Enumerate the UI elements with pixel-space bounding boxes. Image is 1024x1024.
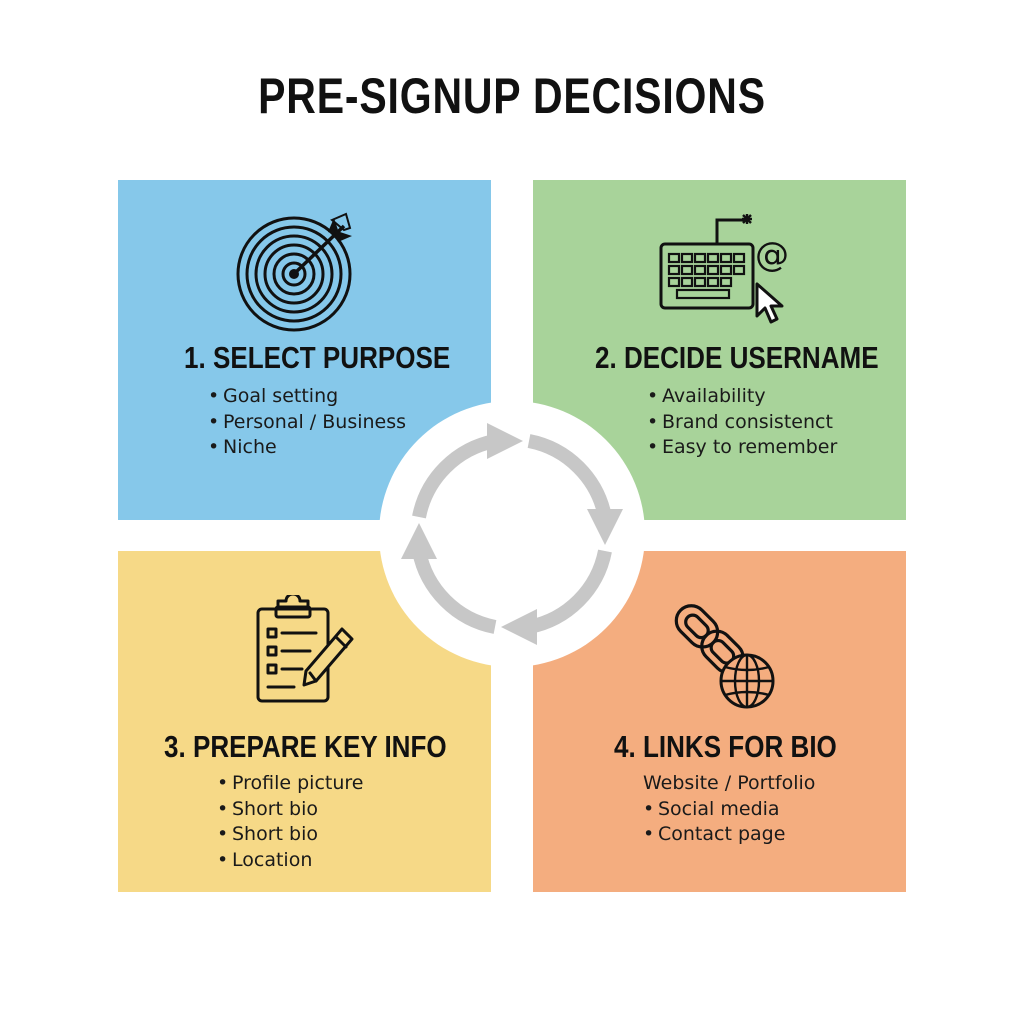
list-item: •Contact page: [643, 823, 786, 845]
clipboard-icon: [256, 595, 354, 703]
cycle-arrows-icon: [401, 423, 623, 645]
step-1-list: •Goal setting •Personal / Business •Nich…: [208, 384, 406, 461]
step-3-heading: 3. PREPARE KEY INFO: [164, 729, 447, 764]
step-2-heading: 2. DECIDE USERNAME: [595, 340, 879, 375]
step-1-panel: 1. SELECT PURPOSE •Goal setting •Persona…: [118, 180, 491, 520]
list-item: •Profile picture: [217, 772, 364, 794]
list-item: •Brand consistenct: [647, 410, 833, 433]
page-title: PRE-SIGNUP DECISIONS: [258, 68, 766, 124]
list-item: •Easy to remember: [647, 436, 838, 458]
list-item: •Availability: [647, 385, 766, 407]
step-2-list: •Availability •Brand consistenct •Easy t…: [647, 384, 837, 461]
step-4-list: Website / Portfolio •Social media •Conta…: [643, 771, 815, 848]
svg-text:@: @: [755, 235, 789, 275]
list-item: •Short bio: [217, 823, 318, 845]
list-item: •Niche: [208, 436, 277, 458]
list-item: Website / Portfolio: [643, 772, 816, 794]
step-1-heading: 1. SELECT PURPOSE: [184, 340, 451, 375]
step-3-list: •Profile picture •Short bio •Short bio •…: [217, 771, 363, 873]
list-item: •Short bio: [217, 797, 318, 820]
list-item: •Social media: [643, 797, 780, 820]
link-globe-icon: [674, 604, 775, 709]
target-icon: [236, 212, 352, 332]
keyboard-icon: @: [659, 214, 789, 324]
step-4-heading: 4. LINKS FOR BIO: [614, 729, 837, 764]
list-item: •Goal setting: [208, 385, 339, 407]
list-item: •Location: [217, 848, 313, 871]
list-item: •Personal / Business: [208, 410, 407, 433]
